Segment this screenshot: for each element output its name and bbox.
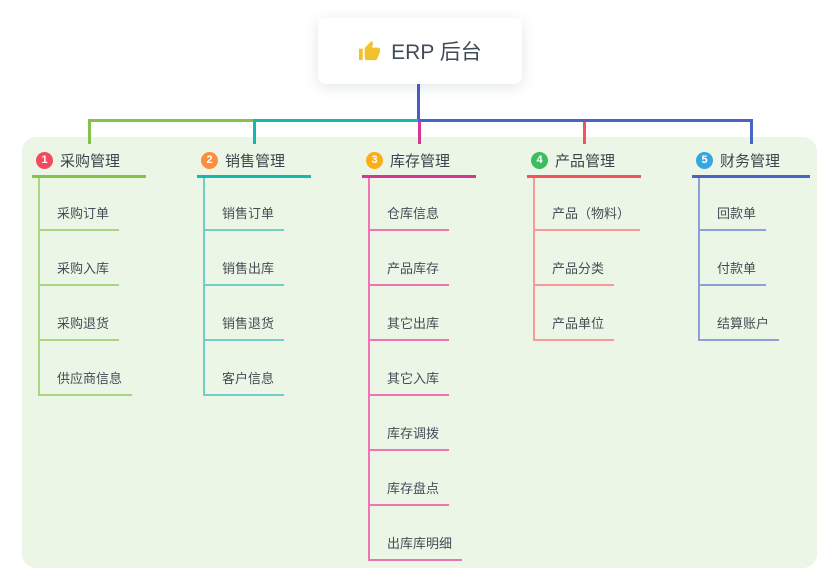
root-node[interactable]: ERP 后台 [318, 18, 522, 84]
branch-node-5[interactable]: 5 财务管理 [692, 149, 810, 178]
child-node[interactable]: 结算账户 [698, 313, 780, 341]
branch-trunk-line [368, 178, 370, 561]
branch-number-badge: 1 [36, 151, 53, 169]
child-node[interactable]: 产品分类 [533, 258, 615, 286]
child-node[interactable]: 销售退货 [203, 313, 285, 341]
child-node[interactable]: 库存调拨 [368, 423, 450, 451]
branch-number-badge: 3 [366, 151, 383, 169]
child-node[interactable]: 客户信息 [203, 368, 285, 396]
branch-number-badge: 5 [696, 151, 713, 169]
child-node[interactable]: 供应商信息 [38, 368, 133, 396]
child-node[interactable]: 仓库信息 [368, 203, 450, 231]
branch-number-badge: 4 [531, 151, 548, 169]
branch-node-2[interactable]: 2 销售管理 [197, 149, 311, 178]
branch-trunk-line [38, 178, 40, 396]
branch-drop-line [253, 122, 256, 144]
branch-trunk-line [698, 178, 700, 341]
child-node[interactable]: 产品库存 [368, 258, 450, 286]
branch-trunk-line [533, 178, 535, 341]
thumbs-up-icon [358, 40, 381, 63]
branches-panel [22, 137, 817, 568]
branch-title-label: 销售管理 [225, 152, 286, 170]
branch-title-label: 采购管理 [60, 152, 121, 170]
root-title: ERP 后台 [391, 41, 482, 64]
child-node[interactable]: 产品单位 [533, 313, 615, 341]
branch-node-4[interactable]: 4 产品管理 [527, 149, 641, 178]
branch-drop-line [750, 122, 753, 144]
child-node[interactable]: 库存盘点 [368, 478, 450, 506]
branch-node-1[interactable]: 1 采购管理 [32, 149, 146, 178]
branch-title-label: 库存管理 [390, 152, 451, 170]
branch-node-3[interactable]: 3 库存管理 [362, 149, 476, 178]
child-node[interactable]: 采购退货 [38, 313, 120, 341]
child-node[interactable]: 产品（物料） [533, 203, 641, 231]
horizontal-connector [418, 119, 753, 122]
child-node[interactable]: 付款单 [698, 258, 767, 286]
branch-drop-line [583, 122, 586, 144]
branch-title-label: 财务管理 [720, 152, 781, 170]
child-node[interactable]: 销售出库 [203, 258, 285, 286]
child-node[interactable]: 其它入库 [368, 368, 450, 396]
child-node[interactable]: 采购入库 [38, 258, 120, 286]
child-node[interactable]: 回款单 [698, 203, 767, 231]
branch-title-label: 产品管理 [555, 152, 616, 170]
child-node[interactable]: 销售订单 [203, 203, 285, 231]
horizontal-connector [253, 119, 421, 122]
child-node[interactable]: 采购订单 [38, 203, 120, 231]
root-stem-line [417, 84, 420, 119]
child-node[interactable]: 出库库明细 [368, 533, 463, 561]
branch-drop-line [88, 122, 91, 144]
branch-drop-line [418, 122, 421, 144]
horizontal-connector [88, 119, 256, 122]
branch-trunk-line [203, 178, 205, 396]
branch-number-badge: 2 [201, 151, 218, 169]
child-node[interactable]: 其它出库 [368, 313, 450, 341]
